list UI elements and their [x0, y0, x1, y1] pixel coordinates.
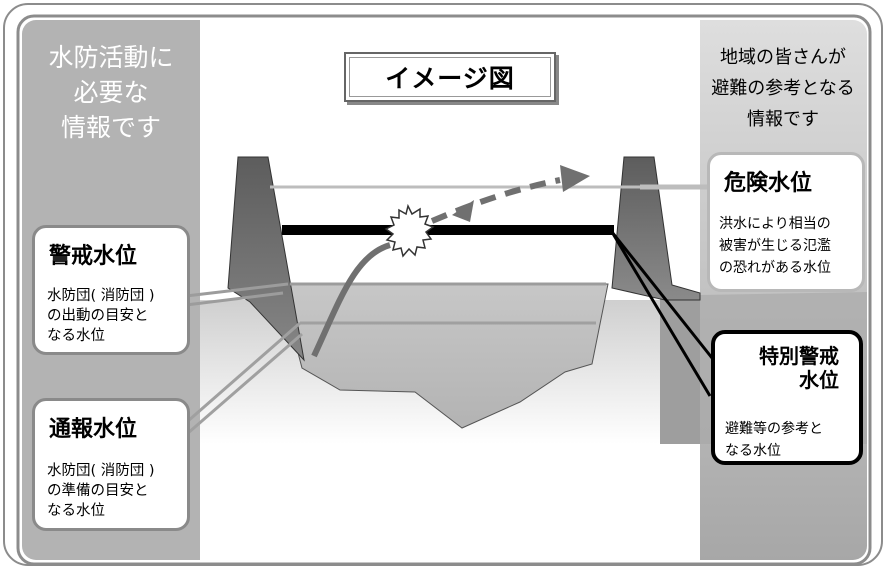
alert-connector-2 — [185, 291, 284, 307]
rising-arrow-path — [311, 242, 391, 358]
notice-level-title: 通報水位 — [49, 417, 138, 442]
notice-level-box: 通報水位 水防団( 消防団 ) の準備の目安と なる水位 — [32, 398, 190, 531]
alert-level-box: 警戒水位 水防団( 消防団 ) の出動の目安と なる水位 — [32, 225, 190, 355]
special-alert-level-description: 避難等の参考と なる水位 — [725, 421, 823, 459]
special-connector — [610, 231, 722, 369]
river-water — [279, 283, 609, 429]
burst-icon — [384, 203, 435, 258]
diagram-title: イメージ図 — [385, 64, 515, 93]
right-ground — [660, 285, 700, 444]
left-embankment — [227, 156, 305, 362]
danger-level-description: 洪水により相当の 被害が生じる氾濫 の恐れがある水位 — [719, 216, 831, 276]
danger-level-title: 危険水位 — [724, 171, 813, 196]
title-inner: イメージ図 — [349, 57, 551, 97]
notice-connector — [179, 321, 301, 430]
right-panel-text: 地域の皆さんが 避難の参考となる 情報です — [711, 47, 855, 130]
arrow-head-small — [452, 200, 474, 222]
special-alert-level-box: 特別警戒 水位 避難等の参考と なる水位 — [711, 330, 863, 465]
special-alert-level-title: 特別警戒 水位 — [759, 344, 839, 392]
arrow-head-large — [560, 165, 590, 192]
special-connector-2 — [610, 231, 712, 397]
alert-level-title: 警戒水位 — [49, 244, 138, 269]
title-box: イメージ図 — [344, 52, 556, 102]
alert-connector — [185, 282, 289, 298]
danger-level-box: 危険水位 洪水により相当の 被害が生じる氾濫 の恐れがある水位 — [707, 152, 865, 292]
notice-connector-2 — [179, 332, 303, 442]
left-panel-text: 水防活動に 必要な 情報です — [48, 43, 174, 142]
notice-level-description: 水防団( 消防団 ) の準備の目安と なる水位 — [47, 463, 155, 519]
right-embankment — [611, 156, 701, 301]
alert-level-description: 水防団( 消防団 ) の出動の目安と なる水位 — [47, 288, 155, 344]
rising-arrow-dashed — [430, 177, 561, 224]
